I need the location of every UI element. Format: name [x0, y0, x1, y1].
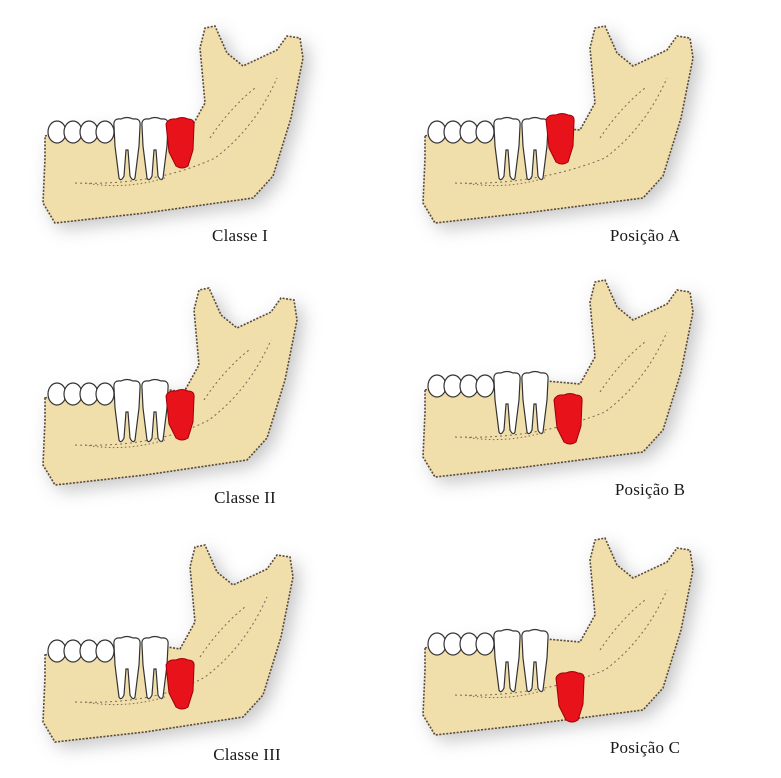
front-tooth — [428, 633, 446, 655]
mandible-illustration — [395, 262, 735, 482]
caption: Classe II — [214, 488, 276, 508]
mandible-illustration — [15, 527, 355, 747]
diagram-posicao-b: Posição B — [395, 262, 735, 512]
mandible-illustration — [395, 520, 735, 740]
diagram-classe-2: Classe II — [15, 270, 355, 520]
front-tooth — [96, 640, 114, 662]
front-tooth — [460, 375, 478, 397]
front-tooth — [80, 121, 98, 143]
mandible-illustration — [15, 270, 355, 490]
diagram-posicao-a: Posição A — [395, 8, 735, 258]
front-tooth — [444, 121, 462, 143]
diagram-classe-3: Classe III — [15, 527, 355, 777]
front-tooth — [80, 383, 98, 405]
caption: Classe III — [213, 745, 281, 765]
front-tooth — [476, 633, 494, 655]
mandible-illustration — [15, 8, 355, 228]
front-tooth — [48, 640, 66, 662]
mandible-illustration — [395, 8, 735, 228]
front-tooth — [444, 375, 462, 397]
front-tooth — [80, 640, 98, 662]
caption: Classe I — [212, 226, 268, 246]
diagram-classe-1: Classe I — [15, 8, 355, 258]
front-tooth — [96, 383, 114, 405]
front-tooth — [476, 121, 494, 143]
front-tooth — [428, 375, 446, 397]
front-tooth — [64, 121, 82, 143]
front-tooth — [48, 383, 66, 405]
caption: Posição A — [610, 226, 680, 246]
front-tooth — [64, 383, 82, 405]
front-tooth — [428, 121, 446, 143]
front-tooth — [476, 375, 494, 397]
caption: Posição C — [610, 738, 680, 758]
front-tooth — [444, 633, 462, 655]
front-tooth — [96, 121, 114, 143]
caption: Posição B — [615, 480, 685, 500]
front-tooth — [48, 121, 66, 143]
diagram-posicao-c: Posição C — [395, 520, 735, 770]
front-tooth — [64, 640, 82, 662]
front-tooth — [460, 121, 478, 143]
front-tooth — [460, 633, 478, 655]
